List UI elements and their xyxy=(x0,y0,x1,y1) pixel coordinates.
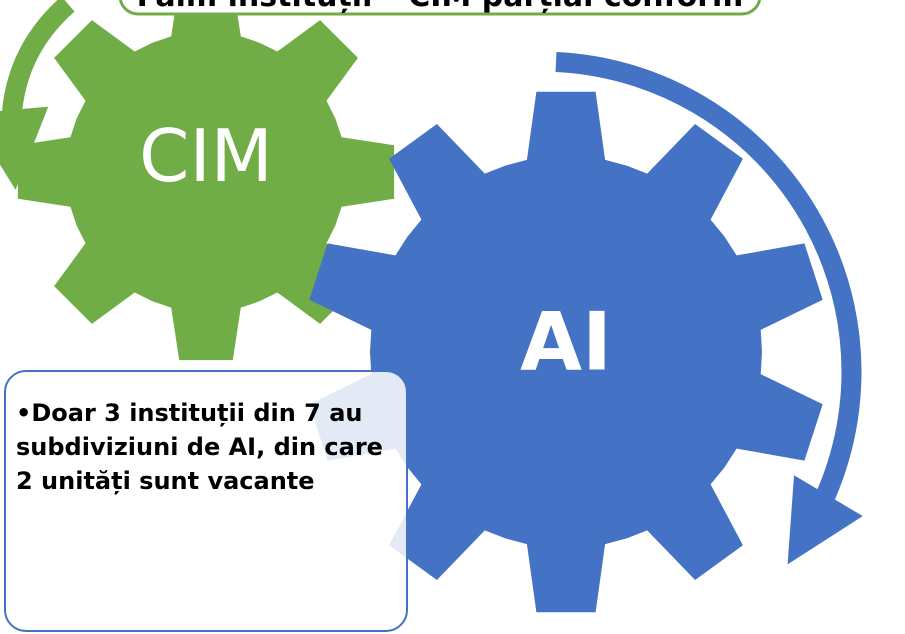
curved-arrow-icon xyxy=(0,0,75,190)
ai-gear xyxy=(309,91,823,613)
note-text: •Doar 3 instituții din 7 au subdiviziuni… xyxy=(16,399,383,495)
ai-gear-label: AI xyxy=(520,296,612,389)
banner-text: Faim instituții – CIM parțial conform xyxy=(137,0,744,14)
cim-gear xyxy=(17,0,395,361)
note-box: •Doar 3 instituții din 7 au subdiviziuni… xyxy=(4,370,408,632)
banner: Faim instituții – CIM parțial conform xyxy=(118,0,762,16)
curved-arrow-icon xyxy=(555,52,863,565)
cim-gear-label: CIM xyxy=(139,114,273,198)
banner-box xyxy=(118,0,762,16)
